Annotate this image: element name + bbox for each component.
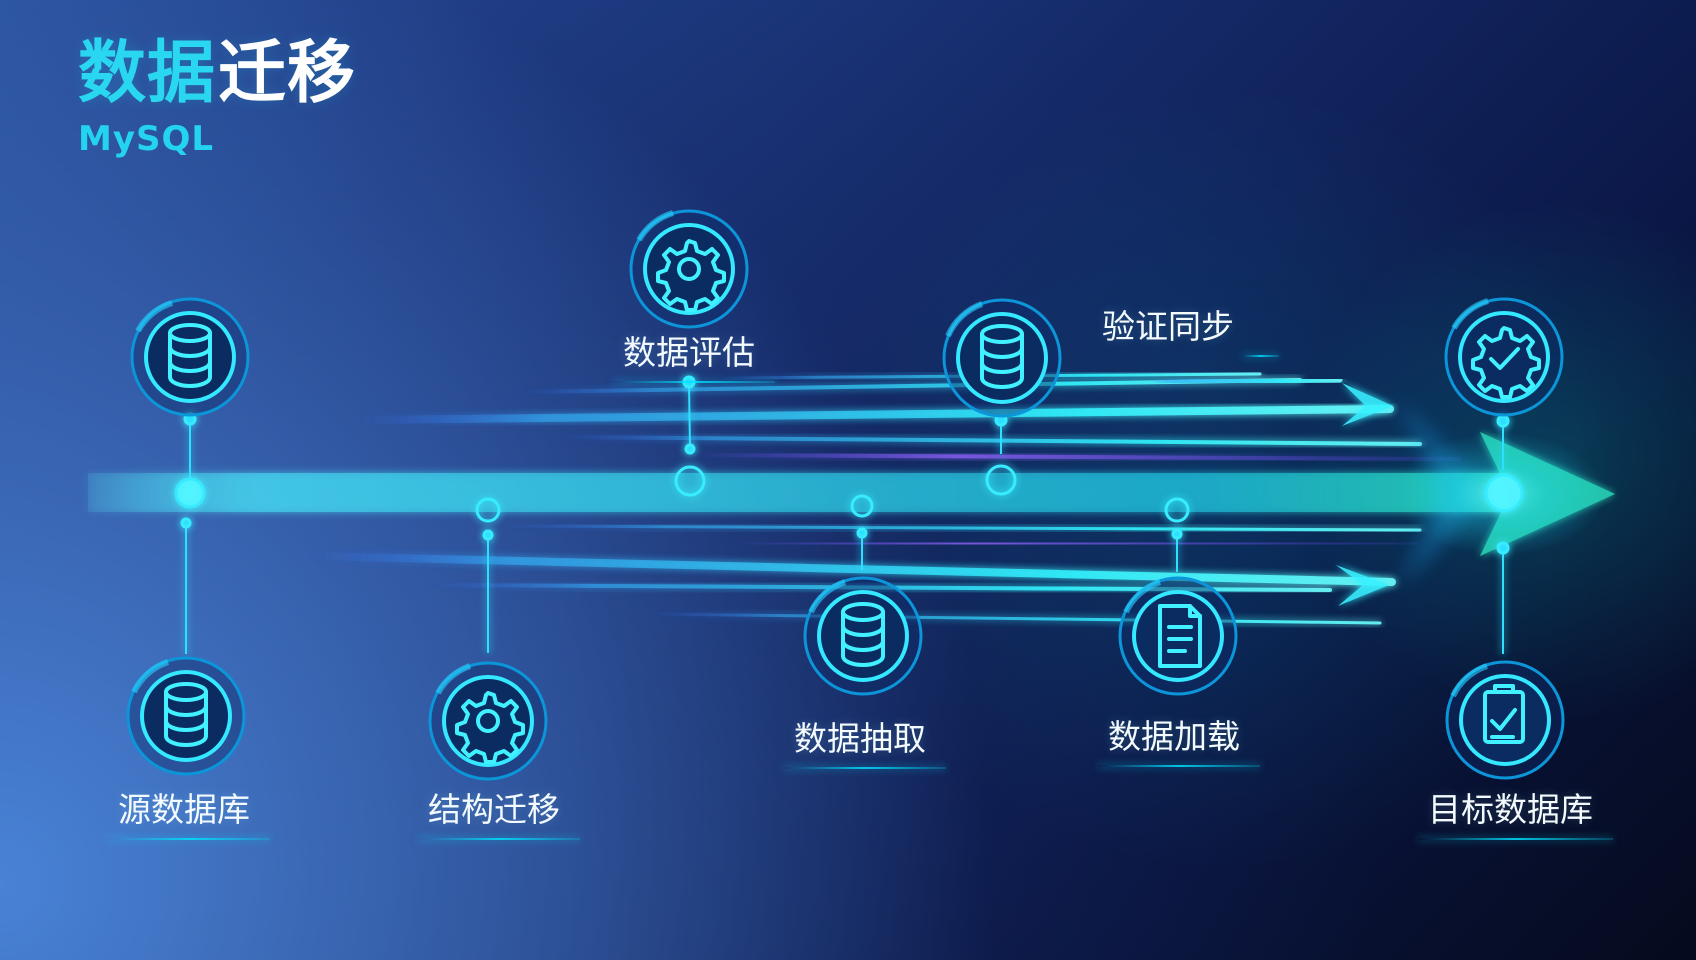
target-db-node-icon (1445, 660, 1565, 780)
speed-line-5 (558, 435, 1422, 446)
step-label-target-db: 目标数据库 (1418, 790, 1613, 840)
ring-accent (1451, 298, 1489, 330)
bottom-node-source-db (120, 650, 252, 782)
data-load-node-icon (1118, 576, 1238, 696)
junction-dots (174, 375, 1524, 555)
connector-lines (185, 381, 1504, 654)
database-node-icon-middle (942, 298, 1062, 418)
speed-line-6 (688, 453, 1462, 461)
gear-icon (455, 691, 525, 764)
ring-accent (1123, 579, 1162, 614)
top-node-database-left (124, 291, 256, 423)
main-flow-band (88, 473, 1508, 512)
speed-line-10 (498, 524, 1422, 532)
page-subtitle: MySQL (78, 119, 215, 159)
connector-top-3 (688, 381, 691, 450)
bottom-node-data-extract (797, 570, 929, 702)
speed-line-4 (1147, 377, 1343, 385)
title-part-1: 数据 (78, 34, 217, 113)
junction-1 (174, 477, 206, 509)
step-label-data-evaluation: 数据评估 (613, 333, 775, 383)
bottom-node-schema-migration (422, 655, 554, 787)
ring-accent (1450, 663, 1489, 698)
bottom-node-target-db (1439, 654, 1571, 786)
top-node-gear-check (1438, 291, 1570, 423)
step-label-verify-sync: 验证同步 (1102, 307, 1279, 357)
document-icon (1158, 604, 1202, 668)
top-node-database-middle (936, 292, 1068, 424)
ring-accent (135, 300, 173, 333)
gear-check-icon (1471, 326, 1541, 399)
junction-2 (475, 497, 501, 523)
inner-ring (643, 223, 735, 315)
schema-migration-node-icon (428, 661, 548, 781)
junction-6 (1164, 497, 1190, 523)
step-label-data-load: 数据加载 (1098, 717, 1260, 767)
arrow-heads (1336, 383, 1615, 606)
top-node-gear (623, 203, 755, 335)
junction-7 (1484, 473, 1524, 513)
ring-accent (808, 579, 847, 614)
junction-4 (850, 494, 874, 518)
speed-line-1 (356, 405, 1394, 424)
junction-5 (985, 464, 1017, 496)
junction-small-5 (684, 443, 696, 455)
title-part-2: 迁移 (218, 34, 357, 113)
junction-3 (674, 465, 706, 497)
title-block: 数据 迁移 MySQL (78, 40, 356, 159)
database-icon (841, 602, 885, 668)
junction-small-2 (180, 517, 192, 529)
source-db-node-icon (126, 656, 246, 776)
database-icon (980, 324, 1024, 390)
junction-small-6 (856, 527, 868, 539)
step-label-data-extract: 数据抽取 (784, 719, 946, 769)
inner-ring (442, 675, 534, 767)
junction-small-3 (482, 529, 494, 541)
speed-line-9 (648, 612, 1382, 625)
speed-line-11 (728, 541, 1420, 546)
ring-accent (945, 301, 984, 338)
ring-accent (435, 663, 472, 695)
data-extract-node-icon (803, 576, 923, 696)
lower-arrow-head (1336, 565, 1389, 606)
step-label-source-db: 源数据库 (108, 790, 270, 840)
junction-small-8 (1171, 528, 1183, 540)
checklist-icon (1483, 684, 1525, 744)
database-node-icon (130, 297, 250, 417)
database-icon (164, 682, 208, 748)
junction-small-10 (1496, 541, 1510, 555)
upper-arrow-head (1342, 383, 1393, 426)
gear-check-node-icon (1444, 297, 1564, 417)
speed-line-7 (306, 552, 1396, 586)
ring-accent (131, 659, 170, 694)
page-title: 数据 迁移 (78, 40, 356, 108)
ring-accent (636, 210, 674, 242)
bottom-node-data-load (1112, 570, 1244, 702)
gear-icon (656, 239, 726, 312)
speed-line-8 (428, 583, 1332, 592)
database-icon (168, 323, 212, 389)
step-label-schema-migration: 结构迁移 (418, 790, 580, 840)
gear-node-icon (629, 209, 749, 329)
speed-lines (306, 372, 1462, 625)
